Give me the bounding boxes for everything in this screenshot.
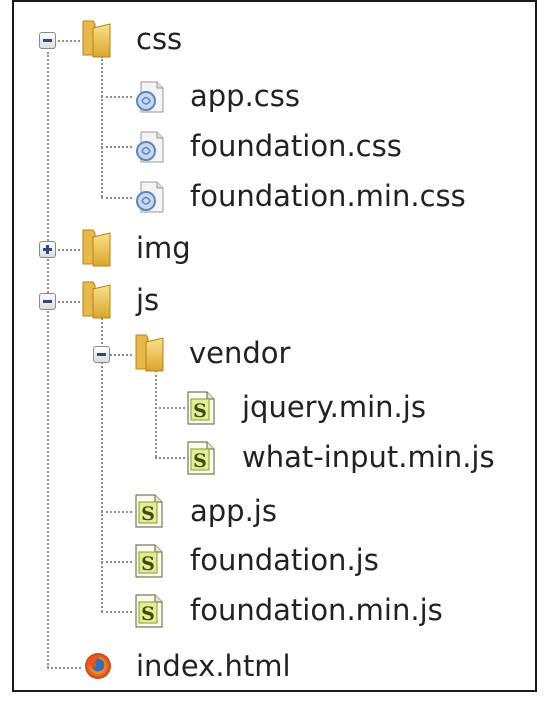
- tree-guide-line: [101, 197, 132, 199]
- file-label: index.html: [136, 649, 291, 683]
- tree-guide-line: [58, 40, 80, 42]
- css-file-icon: [136, 81, 164, 113]
- folder-icon: [135, 334, 164, 372]
- tree-guide-line: [101, 561, 132, 563]
- tree-guide-line: [155, 407, 185, 409]
- expand-toggle[interactable]: [39, 241, 56, 258]
- file-label: app.js: [190, 494, 277, 528]
- js-file-icon: S: [135, 544, 163, 578]
- tree-guide-line: [47, 52, 49, 668]
- js-file-icon: S: [135, 594, 163, 628]
- file-label: foundation.css: [190, 129, 402, 163]
- svg-text:S: S: [141, 503, 155, 525]
- css-file-icon: [136, 181, 164, 213]
- folder-icon: [82, 229, 111, 267]
- tree-guide-line: [155, 370, 157, 457]
- collapse-toggle[interactable]: [93, 346, 110, 363]
- js-file-icon: S: [187, 391, 215, 425]
- js-file-icon: S: [187, 441, 215, 475]
- file-label: foundation.min.js: [190, 593, 443, 627]
- tree-guide-line: [155, 457, 185, 459]
- folder-label: js: [136, 283, 160, 317]
- svg-text:S: S: [193, 450, 207, 472]
- svg-text:S: S: [141, 603, 155, 625]
- file-label: foundation.js: [190, 543, 379, 577]
- svg-text:S: S: [193, 400, 207, 422]
- firefox-html-icon: [85, 653, 111, 679]
- collapse-toggle[interactable]: [39, 293, 56, 310]
- file-label: what-input.min.js: [242, 440, 495, 474]
- collapse-toggle[interactable]: [39, 32, 56, 49]
- tree-guide-line: [101, 146, 132, 148]
- folder-label: css: [136, 22, 183, 56]
- folder-icon: [82, 20, 111, 58]
- tree-guide-line: [47, 667, 81, 669]
- tree-guide-line: [101, 56, 103, 197]
- folder-label: img: [136, 231, 191, 265]
- file-label: app.css: [190, 79, 300, 113]
- tree-guide-line: [101, 96, 132, 98]
- file-label: jquery.min.js: [242, 390, 426, 424]
- tree-guide-line: [58, 301, 80, 303]
- tree-guide-line: [101, 318, 103, 612]
- folder-label: vendor: [189, 336, 291, 370]
- css-file-icon: [136, 131, 164, 163]
- js-file-icon: S: [135, 494, 163, 528]
- folder-icon: [82, 281, 111, 319]
- tree-guide-line: [101, 611, 132, 613]
- svg-text:S: S: [141, 553, 155, 575]
- file-label: foundation.min.css: [190, 179, 466, 213]
- tree-guide-line: [110, 354, 132, 356]
- tree-guide-line: [101, 511, 132, 513]
- tree-guide-line: [58, 249, 80, 251]
